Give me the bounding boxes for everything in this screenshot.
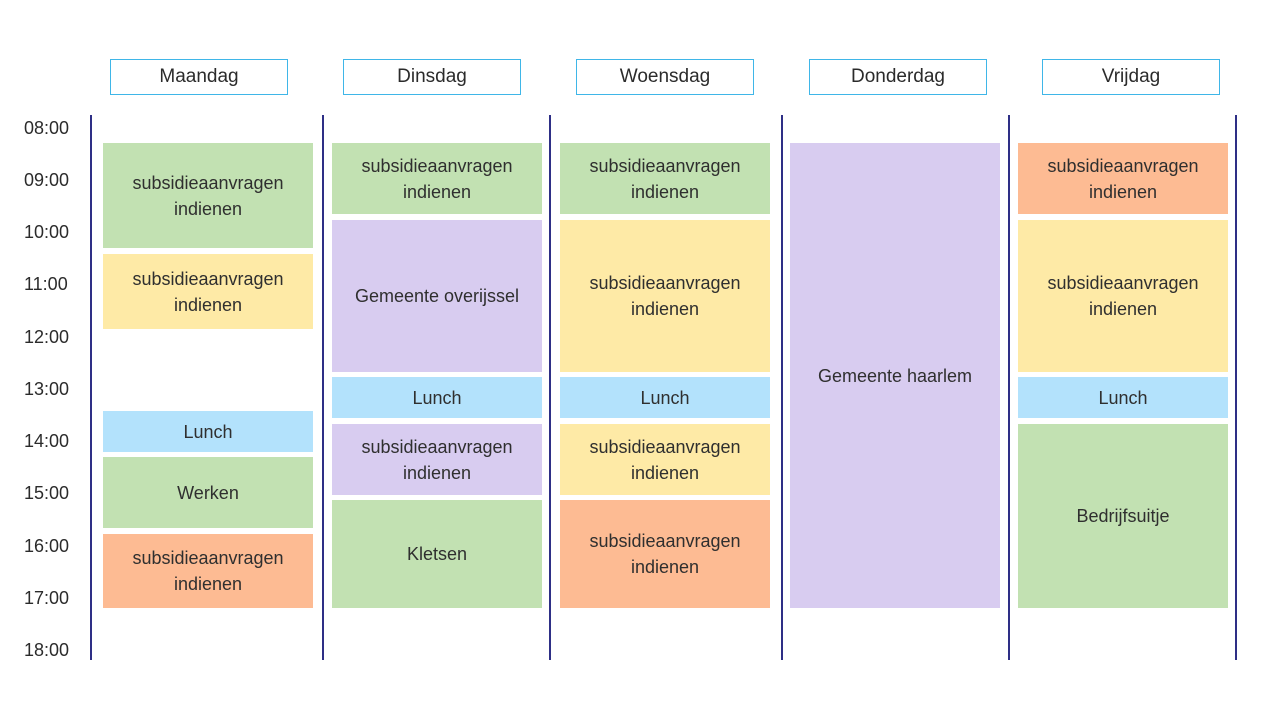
time-label: 14:00 [24, 431, 70, 451]
time-label: 09:00 [24, 170, 70, 190]
event-block[interactable]: subsidieaanvragen indienen [103, 254, 313, 329]
column-separator [1008, 115, 1010, 660]
event-block[interactable]: subsidieaanvragen indienen [560, 424, 770, 495]
event-block[interactable]: Bedrijfsuitje [1018, 424, 1228, 608]
event-block[interactable]: subsidieaanvragen indienen [560, 220, 770, 372]
event-block[interactable]: Lunch [103, 411, 313, 452]
day-header-vrijdag[interactable]: Vrijdag [1042, 59, 1220, 95]
day-header-dinsdag[interactable]: Dinsdag [343, 59, 521, 95]
column-separator [781, 115, 783, 660]
event-block[interactable]: subsidieaanvragen indienen [332, 424, 542, 495]
event-block[interactable]: Werken [103, 457, 313, 528]
event-block[interactable]: Lunch [332, 377, 542, 418]
event-block[interactable]: Gemeente haarlem [790, 143, 1000, 608]
day-header-maandag[interactable]: Maandag [110, 59, 288, 95]
event-block[interactable]: subsidieaanvragen indienen [332, 143, 542, 214]
day-header-woensdag[interactable]: Woensdag [576, 59, 754, 95]
column-separator [1235, 115, 1237, 660]
event-block[interactable]: subsidieaanvragen indienen [1018, 143, 1228, 214]
event-block[interactable]: subsidieaanvragen indienen [103, 143, 313, 248]
column-separator [322, 115, 324, 660]
day-header-donderdag[interactable]: Donderdag [809, 59, 987, 95]
event-block[interactable]: Lunch [1018, 377, 1228, 418]
time-label: 13:00 [24, 379, 70, 399]
time-label: 11:00 [24, 274, 68, 294]
event-block[interactable]: Kletsen [332, 500, 542, 608]
time-label: 17:00 [24, 588, 70, 608]
event-block[interactable]: Gemeente overijssel [332, 220, 542, 372]
time-label: 10:00 [24, 222, 70, 242]
time-label: 18:00 [24, 640, 70, 660]
time-label: 12:00 [24, 327, 70, 347]
event-block[interactable]: subsidieaanvragen indienen [560, 143, 770, 214]
time-label: 08:00 [24, 118, 70, 138]
event-block[interactable]: subsidieaanvragen indienen [103, 534, 313, 608]
event-block[interactable]: subsidieaanvragen indienen [1018, 220, 1228, 372]
time-label: 15:00 [24, 483, 70, 503]
event-block[interactable]: Lunch [560, 377, 770, 418]
time-label: 16:00 [24, 536, 70, 556]
event-block[interactable]: subsidieaanvragen indienen [560, 500, 770, 608]
column-separator [90, 115, 92, 660]
column-separator [549, 115, 551, 660]
